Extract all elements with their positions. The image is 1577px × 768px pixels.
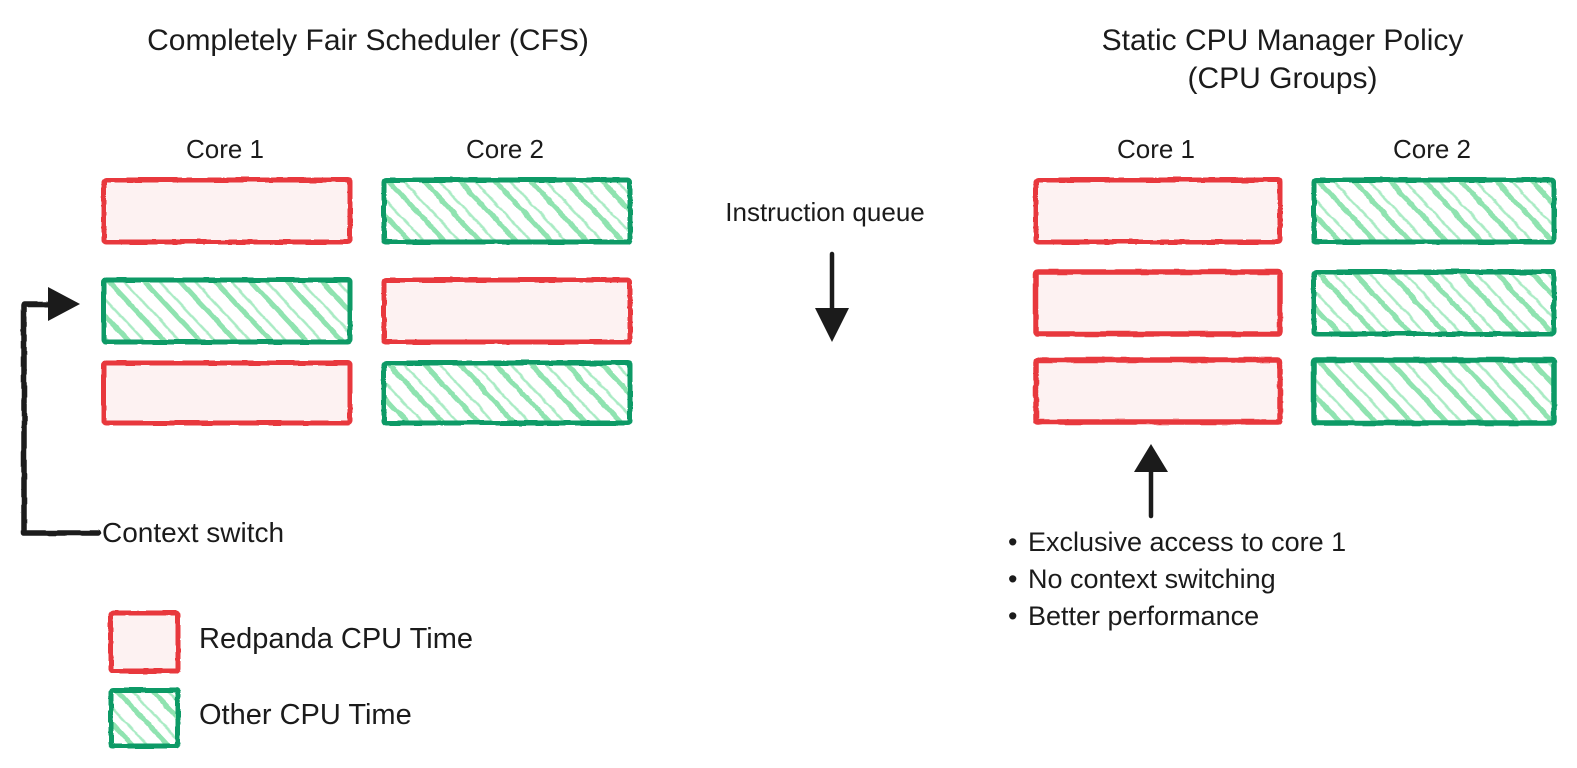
benefits-list-item-1: • Exclusive access to core 1 xyxy=(1008,524,1346,561)
right-panel-title: Static CPU Manager Policy (CPU Groups) xyxy=(1101,24,1464,95)
legend-label-other: Other CPU Time xyxy=(199,699,412,731)
legend-label-redpanda: Redpanda CPU Time xyxy=(199,623,474,655)
right-core2-slot-3[interactable] xyxy=(1306,352,1564,430)
legend-swatch-other xyxy=(100,677,186,753)
right-core1-slot-1[interactable] xyxy=(1028,172,1288,248)
left-core2-slot-2[interactable] xyxy=(376,272,638,348)
left-core2-slot-1[interactable] xyxy=(376,172,638,248)
bullet-dot-icon: • xyxy=(1008,564,1018,594)
left-core1-slot-1[interactable] xyxy=(96,172,358,248)
right-core1-slot-2[interactable] xyxy=(1028,264,1288,340)
left-core-2-label: Core 2 xyxy=(465,134,545,164)
left-core-1-label: Core 1 xyxy=(185,134,265,164)
right-core-1-label: Core 1 xyxy=(1116,134,1196,164)
bullet-dot-icon: • xyxy=(1008,601,1018,631)
benefits-list-item-2: • No context switching xyxy=(1008,561,1346,598)
bullet-dot-icon: • xyxy=(1008,527,1018,557)
left-core1-slot-2[interactable] xyxy=(96,272,358,348)
instruction-queue-down-arrow-icon xyxy=(805,251,859,344)
left-core1-slot-3[interactable] xyxy=(96,355,358,431)
right-core2-slot-1[interactable] xyxy=(1306,172,1564,248)
benefits-list-item-1-label: Exclusive access to core 1 xyxy=(1028,527,1347,557)
context-switch-label: Context switch xyxy=(102,517,285,548)
left-core2-slot-3[interactable] xyxy=(376,355,638,431)
benefits-list-item-3: • Better performance xyxy=(1008,598,1346,635)
right-core-2-label: Core 2 xyxy=(1392,134,1472,164)
right-core2-slot-2[interactable] xyxy=(1306,264,1564,340)
context-switch-arrow-icon xyxy=(8,285,118,550)
benefits-list-item-3-label: Better performance xyxy=(1028,601,1260,631)
legend-swatch-redpanda xyxy=(100,600,186,676)
benefits-list-item-2-label: No context switching xyxy=(1028,564,1276,594)
left-panel-title: Completely Fair Scheduler (CFS) xyxy=(147,24,589,57)
exclusive-access-up-arrow-icon xyxy=(1126,442,1178,522)
instruction-queue-label: Instruction queue xyxy=(725,197,925,227)
benefits-list: • Exclusive access to core 1 • No contex… xyxy=(1008,524,1346,635)
right-core1-slot-3[interactable] xyxy=(1028,352,1288,428)
